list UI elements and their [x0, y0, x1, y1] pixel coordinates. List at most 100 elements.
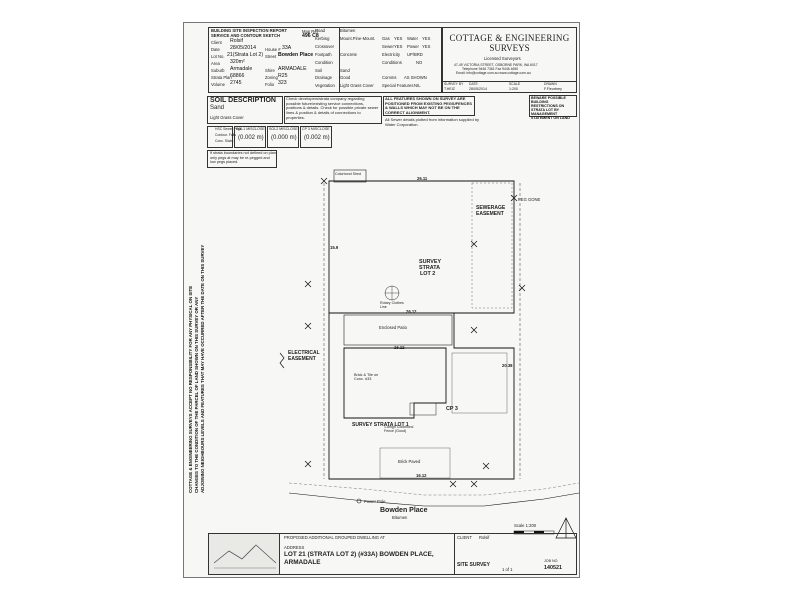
enclosed-patio: [343, 314, 453, 346]
water-label: Water: [407, 36, 419, 41]
company-address: 47-49 VICTORIA STREET, OSBORNE PARK, WA …: [454, 63, 538, 67]
legend-box: [207, 126, 233, 148]
road-value: Bitumen: [340, 28, 356, 33]
drawn-label: DRAWN: [544, 82, 557, 86]
comms-value: AS SHOWN: [404, 75, 427, 80]
survey-by-label: SURVEY BY: [444, 82, 464, 86]
misclose-3-value: (0.002 m): [304, 135, 330, 141]
footer-logo-art: [213, 544, 277, 569]
report-title-1: BUILDING SITE INSPECTION REPORT: [211, 28, 288, 33]
job-meta-box: [442, 81, 577, 93]
zoning-label: Zoning: [265, 75, 278, 80]
brick-paved-area: [379, 447, 451, 479]
volume-value: 2745: [230, 80, 242, 86]
date-value: 28/05/2014: [230, 45, 256, 51]
clothes-line-label: Rotary Clothes Line: [380, 301, 404, 309]
special-value: NIL: [414, 83, 421, 88]
date-label: Date: [211, 47, 220, 52]
footer-sheet-label: SITE SURVEY: [457, 562, 490, 568]
power-pole-label: Power Pole: [364, 499, 386, 504]
footer-proposal: PROPOSED ADDITIONAL GROUPED DWELLING AT: [284, 535, 385, 540]
power-label: Power: [407, 44, 419, 49]
lot-label: Lot No.: [211, 54, 225, 59]
lot1-label: SURVEY STRATA LOT 1: [352, 422, 409, 428]
water-value: YES: [422, 36, 431, 41]
street-surface-label: Bitumen: [392, 515, 408, 520]
footer-suburb: ARMADALE: [284, 559, 321, 566]
footer-sheet-of: 1 of 1: [502, 567, 513, 572]
house-no-label: House #: [265, 47, 281, 52]
misclose-1-value: (0.002 m): [238, 135, 264, 141]
special-label: Special Features: [382, 83, 414, 88]
note-features: ALL FEATURES SHOWN ON SURVEY ARE POSITIO…: [385, 96, 472, 116]
suburb-value: Armadale: [230, 66, 253, 72]
soil-value: Sand: [340, 68, 350, 73]
cond-label: Conditions: [382, 60, 402, 65]
peg-gone-label: PEG GONE: [518, 197, 541, 202]
sewer-label: Sewer: [382, 44, 394, 49]
volume-label: Volume: [211, 82, 225, 87]
drainage-value: Good: [340, 75, 351, 80]
footer-address-label: ADDRESS: [284, 545, 305, 550]
colorbond-shed: [333, 169, 367, 183]
electricity-value: UP/BRD: [407, 52, 423, 57]
gas-value: YES: [394, 36, 403, 41]
client-label: Client: [211, 40, 222, 45]
folio-value: 323: [278, 80, 287, 86]
plan-value: 68866: [230, 73, 245, 79]
misclose-3-box: [300, 126, 332, 148]
shire-value: ARMADALE: [278, 66, 307, 72]
fence-label: 1.8high Colorbond Fence (Good): [384, 425, 414, 433]
brick-house-label: Brick & Tile on Conc. #33: [354, 373, 379, 382]
kerb-line: [288, 492, 579, 507]
company-name-2: SURVEYS: [489, 43, 530, 53]
vegetation-label: Vegetation: [315, 83, 335, 88]
dim-right: 20.38: [502, 363, 513, 368]
cond-value: NO: [416, 60, 423, 65]
report-title-2: SERVICE AND CONTOUR SKETCH: [211, 33, 281, 38]
power-pole: [356, 498, 362, 504]
company-name-1: COTTAGE & ENGINEERING: [449, 33, 570, 43]
plan-label: Strata Plan: [211, 75, 232, 80]
patio-label: Enclosed Patio: [379, 325, 407, 330]
misclose-1-box: [234, 126, 266, 148]
misclose-2-value: (0.000 m): [271, 135, 297, 141]
sewerage-easement-band: [471, 182, 513, 309]
misclose-2-label: SOL2 MISCLOSE: [269, 127, 298, 131]
gas-label: Gas: [382, 36, 390, 41]
soil-box: [207, 96, 283, 124]
drainage-label: Drainage: [315, 75, 332, 80]
footer-address: LOT 21 (STRATA LOT 2) (#33A) BOWDEN PLAC…: [284, 551, 434, 558]
lot1-boundary: [328, 312, 515, 480]
street-name-label: Bowden Place: [380, 507, 428, 514]
comms-label: Comms: [382, 75, 397, 80]
dim-top: 26.11: [417, 176, 428, 181]
scale-note: Scale 1:200: [514, 523, 537, 528]
survey-sheet: BUILDING SITE INSPECTION REPORT SERVICE …: [183, 22, 580, 578]
boundary-note-box: [207, 150, 277, 168]
house-no-value: 33A: [282, 45, 292, 51]
brick-paved-side: [451, 352, 508, 414]
meta-date-value: 28/05/2014: [469, 87, 487, 91]
electrical-easement-label: ELECTRICAL EASEMENT: [288, 350, 320, 362]
footer-client-value: Rolsif: [479, 535, 490, 540]
note-features-box: [383, 96, 475, 116]
legend-contour: Contour. Falls: [215, 133, 236, 137]
legend-levels: Conc. Slabs: [215, 139, 234, 143]
conc-porch: [409, 402, 437, 416]
client-value: Rolsif: [230, 38, 243, 44]
dim-bottom: 16.12: [416, 473, 427, 478]
peg-markers: [304, 177, 526, 488]
street-value: Bowden Place: [278, 52, 314, 58]
road-label: Road: [315, 28, 326, 33]
note-check-box: [284, 96, 382, 124]
condition-label: Condition: [315, 60, 333, 65]
soil-description-value: Sand: [210, 105, 225, 111]
boundary-note: If strata boundaries not defined on plan…: [210, 151, 276, 165]
header-table: [208, 27, 442, 93]
vegetation-value: Light Grass Cover: [340, 83, 374, 88]
carport-shed-label: Colorbond Shed: [335, 172, 361, 176]
footpath-value: Concrete: [340, 52, 357, 57]
folio-label: Folio: [265, 82, 275, 87]
restriction-box: [529, 95, 577, 117]
